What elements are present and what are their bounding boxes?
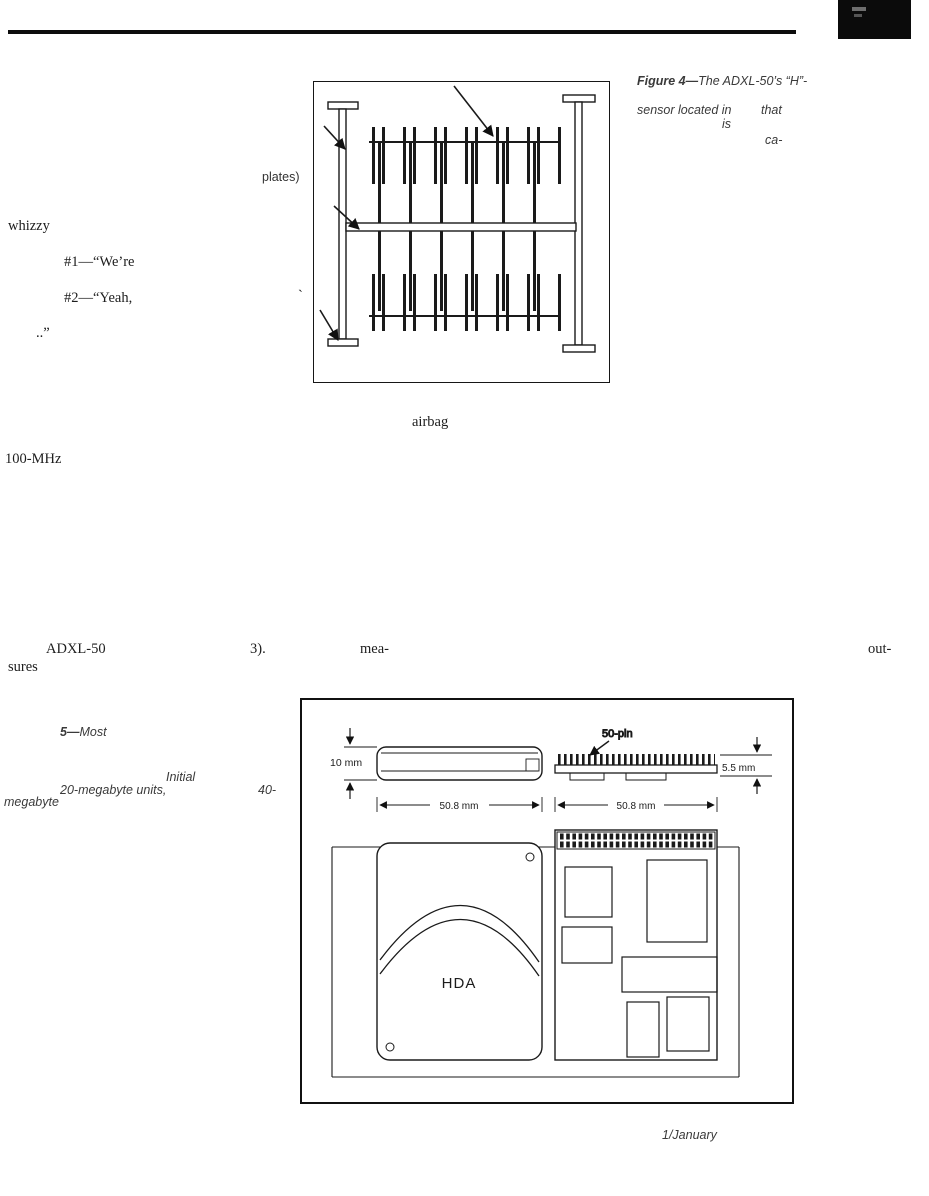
dimension-5p5mm: 5.5 mm bbox=[720, 737, 772, 794]
body-text-ref3: 3). bbox=[250, 641, 266, 657]
disk-drive-dimension-diagram: 50-pin 10 mm 5.5 mm bbox=[330, 728, 772, 1078]
top-horizontal-rule bbox=[8, 30, 796, 34]
figure4-caption-line4: ca- bbox=[765, 133, 783, 147]
figure5-caption-number: 5— bbox=[60, 725, 80, 739]
figure5-caption-units: 20-megabyte units, bbox=[60, 783, 167, 797]
page-corner-block bbox=[838, 0, 911, 39]
figure4-caption-line2b: that bbox=[761, 103, 782, 117]
figure5-caption-megabyte: megabyte bbox=[4, 795, 59, 809]
actuator-chevron bbox=[379, 904, 540, 963]
accelerometer-sensor-diagram bbox=[319, 85, 596, 353]
body-text-dots: ..” bbox=[36, 325, 50, 341]
actuator-chevron bbox=[379, 918, 540, 977]
ic-chips bbox=[561, 859, 718, 1058]
figure4-frame bbox=[313, 81, 610, 383]
screw-hole bbox=[525, 852, 535, 862]
hda-top-view: HDA bbox=[376, 842, 543, 1061]
body-text-whizzy: whizzy bbox=[8, 218, 50, 234]
dimension-508mm-right: 50.8 mm bbox=[554, 797, 718, 812]
arrow-to-anchor bbox=[319, 309, 339, 341]
corner-mark bbox=[852, 7, 866, 11]
dimension-508mm-left: 50.8 mm bbox=[376, 797, 543, 812]
footer-page-label: 1/January bbox=[662, 1128, 717, 1142]
mm55-label: 5.5 mm bbox=[722, 763, 755, 774]
arrow-to-fingers bbox=[453, 85, 494, 137]
figure4-caption-line2a: sensor located in bbox=[637, 103, 732, 117]
screw-hole bbox=[385, 1042, 395, 1052]
pin50-arrow bbox=[589, 740, 610, 756]
hda-side-view bbox=[376, 746, 543, 781]
stray-mark: ` bbox=[298, 288, 303, 304]
figure5-caption-initial: Initial bbox=[166, 770, 196, 784]
bottom-comb-fingers bbox=[369, 231, 561, 331]
mm10-label: 10 mm bbox=[330, 757, 362, 769]
connector-strip bbox=[556, 831, 716, 850]
figure4-caption-line3: is bbox=[722, 117, 732, 131]
sensor-structure bbox=[319, 85, 596, 353]
body-text-quote1: #1—“We’re bbox=[64, 254, 135, 270]
corner-mark-2 bbox=[854, 14, 862, 17]
arrow-to-beam bbox=[333, 205, 360, 230]
pcb-side-view bbox=[554, 754, 718, 781]
figure5-caption-40: 40- bbox=[258, 783, 277, 797]
mm508-right-label: 50.8 mm bbox=[617, 801, 656, 812]
dimension-10mm: 10 mm bbox=[330, 728, 377, 799]
figure4-caption-text: The ADXL-50’s “H”- bbox=[698, 74, 808, 88]
figure4-caption-line1: Figure 4—The ADXL-50’s “H”- bbox=[637, 74, 807, 88]
proof-mass-beam bbox=[345, 222, 577, 232]
top-comb-fingers bbox=[369, 127, 561, 223]
body-text-airbag: airbag bbox=[412, 414, 449, 430]
pin50-label: 50-pin bbox=[602, 728, 633, 740]
figure5-frame: 50-pin 10 mm 5.5 mm bbox=[300, 698, 794, 1104]
figure5-caption-most: Most bbox=[79, 725, 107, 739]
body-text-quote2: #2—“Yeah, bbox=[64, 290, 133, 306]
body-text-100mhz: 100-MHz bbox=[5, 451, 62, 467]
body-text-adxl50: ADXL-50 bbox=[46, 641, 106, 657]
body-text-out: out- bbox=[868, 641, 892, 657]
mm508-left-label: 50.8 mm bbox=[440, 801, 479, 812]
pcb-top-view bbox=[554, 829, 718, 1061]
hda-label: HDA bbox=[442, 975, 477, 992]
annotation-arrows bbox=[319, 85, 494, 341]
figure5-caption-line1: 5—Most bbox=[60, 725, 107, 739]
figure4-caption-number: Figure 4— bbox=[637, 74, 699, 88]
body-text-mea: mea- bbox=[360, 641, 389, 657]
plates-label: plates) bbox=[262, 170, 300, 184]
dimension-50pin: 50-pin bbox=[589, 728, 633, 756]
arrow-to-left-beam bbox=[323, 125, 346, 150]
body-text-sures: sures bbox=[8, 659, 38, 675]
